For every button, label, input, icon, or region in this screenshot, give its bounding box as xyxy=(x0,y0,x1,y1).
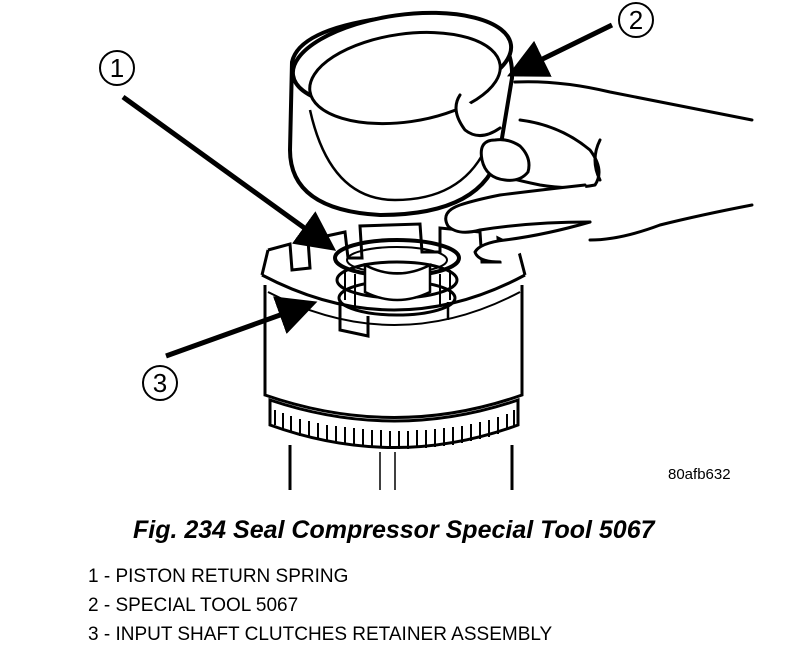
legend-item-3: 3 - INPUT SHAFT CLUTCHES RETAINER ASSEMB… xyxy=(88,624,553,645)
forearm xyxy=(513,80,754,242)
arrow-1 xyxy=(121,94,337,251)
tool-wall xyxy=(308,109,487,202)
gear-ring xyxy=(268,397,520,449)
drum-tabs xyxy=(267,222,519,272)
callout-3: 3 xyxy=(142,365,178,401)
callout-1: 1 xyxy=(99,50,135,86)
thumb xyxy=(479,138,531,182)
drum-slot xyxy=(338,300,370,338)
callout-1-circle xyxy=(99,50,135,86)
figure-caption: Fig. 234 Seal Compressor Special Tool 50… xyxy=(133,516,655,544)
callout-3-circle xyxy=(142,365,178,401)
callout-3-number: 3 xyxy=(153,368,167,398)
callout-2-number: 2 xyxy=(629,5,643,35)
callout-arrows xyxy=(121,22,614,359)
drum-body xyxy=(263,285,524,419)
finger-1 xyxy=(454,93,502,137)
arrow-3 xyxy=(165,296,318,359)
gear-ring-teeth xyxy=(274,410,515,449)
piston-return-spring xyxy=(333,238,461,317)
finger-2 xyxy=(444,183,592,234)
clutch-retainer-assembly xyxy=(260,222,527,490)
hub xyxy=(363,262,432,302)
figure-reference-code: 80afb632 xyxy=(668,466,731,483)
illustration: 1 2 3 80afb632 xyxy=(99,2,754,490)
knuckle xyxy=(593,138,602,182)
tool-rim-inner xyxy=(308,30,502,126)
legend-item-1: 1 - PISTON RETURN SPRING xyxy=(88,566,349,587)
special-tool-5067 xyxy=(287,10,515,218)
callout-2-circle xyxy=(618,2,654,38)
legend: 1 - PISTON RETURN SPRING 2 - SPECIAL TOO… xyxy=(88,562,552,649)
spring-coils xyxy=(344,270,451,306)
callout-2: 2 xyxy=(618,2,654,38)
shaft-housing xyxy=(288,445,514,490)
spring-ring-inner xyxy=(346,246,448,274)
arrow-2 xyxy=(507,22,614,77)
hand xyxy=(444,80,754,264)
callout-1-number: 1 xyxy=(110,53,124,83)
drum-rim xyxy=(261,273,526,312)
legend-item-2: 2 - SPECIAL TOOL 5067 xyxy=(88,595,299,616)
finger-3 xyxy=(473,220,592,264)
